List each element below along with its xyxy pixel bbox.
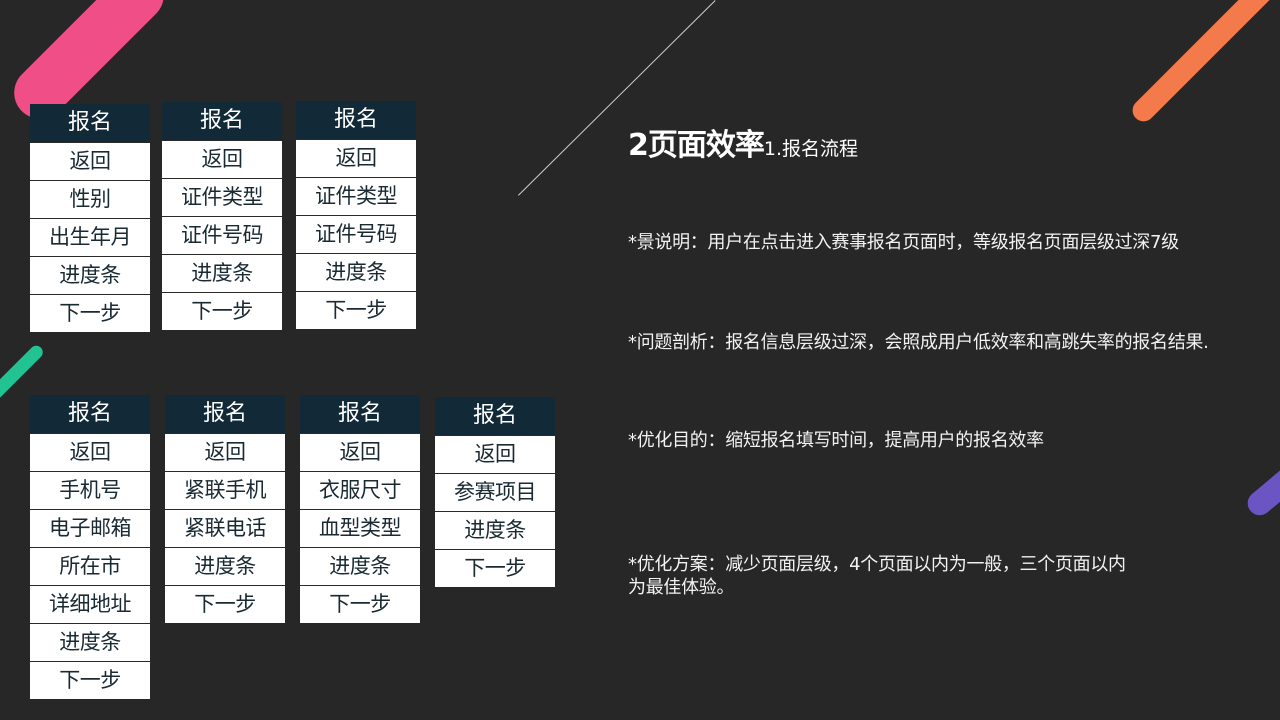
problem-analysis: *问题剖析：报名信息层级过深，会照成用户低效率和高跳失率的报名结果.: [628, 332, 1209, 353]
mockup-row-next: 下一步: [165, 585, 285, 623]
mockup-header: 报名: [165, 395, 285, 433]
mockup-header: 报名: [30, 395, 150, 433]
mockup-row-progress: 进度条: [30, 623, 150, 661]
slide-title-main: 2页面效率: [628, 128, 765, 163]
mockup-row-next: 下一步: [30, 294, 150, 332]
mockup-header: 报名: [30, 104, 150, 142]
background-description: *景说明：用户在点击进入赛事报名页面时，等级报名页面层级过深7级: [628, 232, 1179, 253]
mockup-row-next: 下一步: [30, 661, 150, 699]
mockup-row: 证件类型: [296, 177, 416, 215]
mockup-row: 出生年月: [30, 218, 150, 256]
mockup-row: 紧联手机: [165, 471, 285, 509]
mockup-header: 报名: [162, 102, 282, 140]
mockup-row-back: 返回: [162, 140, 282, 178]
signup-page-mockup-2: 报名 返回 证件类型 证件号码 进度条 下一步: [162, 102, 282, 330]
mockup-row: 证件号码: [162, 216, 282, 254]
mockup-row-next: 下一步: [300, 585, 420, 623]
mockup-row: 详细地址: [30, 585, 150, 623]
purple-decorative-bar: [1242, 443, 1280, 521]
mockup-header: 报名: [296, 101, 416, 139]
mockup-row-progress: 进度条: [296, 253, 416, 291]
mockup-row-back: 返回: [30, 433, 150, 471]
mockup-row: 衣服尺寸: [300, 471, 420, 509]
mockup-row-back: 返回: [296, 139, 416, 177]
signup-page-mockup-1: 报名 返回 性别 出生年月 进度条 下一步: [30, 104, 150, 332]
mockup-row: 性别: [30, 180, 150, 218]
mockup-row-progress: 进度条: [435, 511, 555, 549]
mockup-row: 手机号: [30, 471, 150, 509]
optimization-plan: *优化方案：减少页面层级，4个页面以内为一般，三个页面以内为最佳体验。: [628, 554, 1126, 598]
signup-page-mockup-5: 报名 返回 紧联手机 紧联电话 进度条 下一步: [165, 395, 285, 623]
optimization-goal: *优化目的：缩短报名填写时间，提高用户的报名效率: [628, 430, 1044, 451]
mockup-row: 血型类型: [300, 509, 420, 547]
mockup-row-back: 返回: [30, 142, 150, 180]
mockup-row-progress: 进度条: [162, 254, 282, 292]
slide-title-sub: 1.报名流程: [763, 138, 859, 160]
mockup-header: 报名: [300, 395, 420, 433]
signup-page-mockup-3: 报名 返回 证件类型 证件号码 进度条 下一步: [296, 101, 416, 329]
mockup-row: 证件号码: [296, 215, 416, 253]
mockup-header: 报名: [435, 397, 555, 435]
slide-title: 2页面效率1.报名流程: [628, 120, 858, 164]
mockup-row: 证件类型: [162, 178, 282, 216]
mockup-row-progress: 进度条: [300, 547, 420, 585]
mockup-row-next: 下一步: [162, 292, 282, 330]
mockup-row-back: 返回: [165, 433, 285, 471]
mockup-row: 所在市: [30, 547, 150, 585]
signup-page-mockup-6: 报名 返回 衣服尺寸 血型类型 进度条 下一步: [300, 395, 420, 623]
mockup-row: 电子邮箱: [30, 509, 150, 547]
mockup-row-back: 返回: [300, 433, 420, 471]
mockup-row: 紧联电话: [165, 509, 285, 547]
signup-page-mockup-4: 报名 返回 手机号 电子邮箱 所在市 详细地址 进度条 下一步: [30, 395, 150, 699]
mockup-row-progress: 进度条: [165, 547, 285, 585]
mockup-row-back: 返回: [435, 435, 555, 473]
mockup-row-next: 下一步: [435, 549, 555, 587]
mockup-row-progress: 进度条: [30, 256, 150, 294]
mockup-row: 参赛项目: [435, 473, 555, 511]
orange-decorative-bar: [1128, 0, 1278, 126]
diagonal-divider-line: [518, 0, 716, 196]
mockup-row-next: 下一步: [296, 291, 416, 329]
signup-page-mockup-7: 报名 返回 参赛项目 进度条 下一步: [435, 397, 555, 587]
